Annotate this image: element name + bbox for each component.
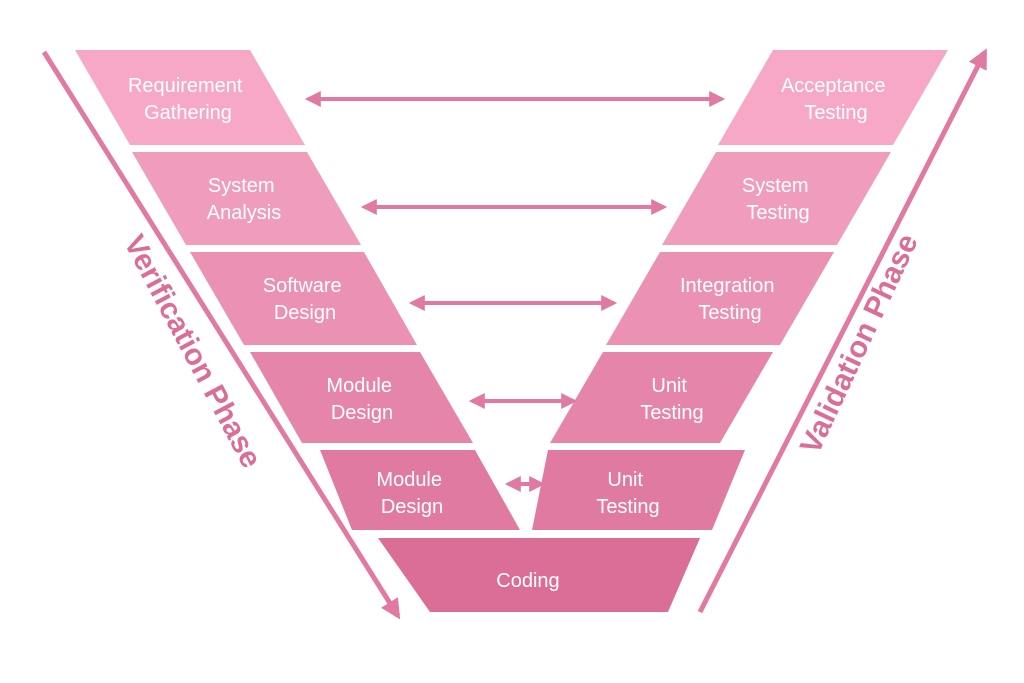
right-step-3-shape — [606, 252, 834, 345]
left-step-1-label: Requirement Gathering — [128, 75, 248, 124]
left-step-2: System Analysis — [132, 152, 361, 245]
left-step-5-shape — [320, 450, 520, 530]
left-step-4: Module Design — [250, 352, 473, 443]
right-step-1: Acceptance Testing — [718, 50, 948, 145]
right-step-5-label: Unit Testing — [596, 469, 659, 518]
bottom-step-shape — [378, 538, 700, 612]
right-step-1-shape — [718, 50, 948, 145]
left-step-4-label: Module Design — [326, 375, 397, 424]
right-step-4: Unit Testing — [550, 352, 773, 443]
left-step-1: Requirement Gathering — [75, 50, 305, 145]
right-step-5-shape — [532, 450, 745, 530]
right-step-4-label: Unit Testing — [640, 375, 703, 424]
left-step-1-shape — [75, 50, 305, 145]
left-step-5: Module Design — [320, 450, 520, 530]
right-step-2-shape — [662, 152, 891, 245]
validation-phase-arrow — [697, 48, 988, 614]
left-step-5-label: Module Design — [376, 469, 447, 518]
bottom-step: Coding — [378, 538, 700, 612]
left-step-4-shape — [250, 352, 473, 443]
right-step-1-label: Acceptance Testing — [781, 75, 891, 124]
bottom-step-label: Coding — [496, 570, 559, 592]
right-step-3: Integration Testing — [606, 252, 834, 345]
left-step-3-label: Software Design — [263, 275, 348, 324]
right-step-2-label: System Testing — [742, 175, 814, 224]
right-step-2: System Testing — [662, 152, 891, 245]
right-step-4-shape — [550, 352, 773, 443]
right-step-3-label: Integration Testing — [680, 275, 780, 324]
left-step-2-shape — [132, 152, 361, 245]
verification-phase-arrow — [41, 50, 401, 620]
left-step-3: Software Design — [190, 252, 417, 345]
left-step-3-shape — [190, 252, 417, 345]
right-step-5: Unit Testing — [532, 450, 745, 530]
left-step-2-label: System Analysis — [207, 175, 281, 224]
